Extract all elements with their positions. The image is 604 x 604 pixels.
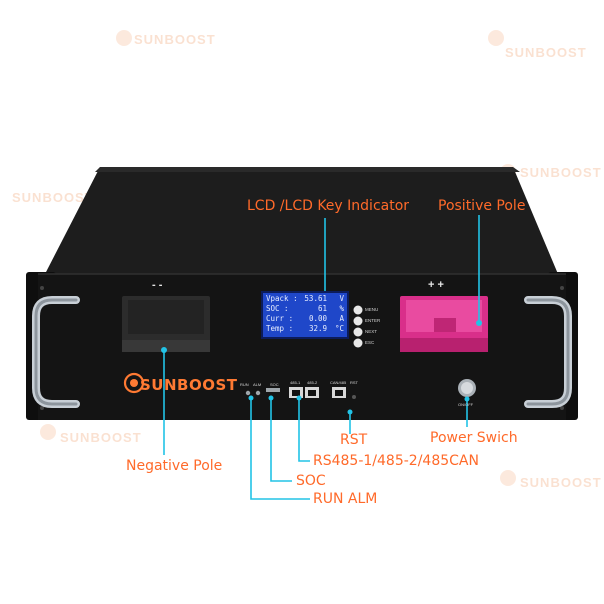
alm-label: ALM — [253, 382, 262, 387]
watermark-logo-icon — [500, 470, 516, 486]
menu-key-label: MENU — [365, 307, 379, 312]
menu-key-icon — [353, 305, 363, 315]
watermark-logo-icon — [488, 30, 504, 46]
watermark: SUNBOOST — [12, 190, 94, 205]
callout-negative-pole: Negative Pole — [126, 458, 223, 474]
port1-label: 485-1 — [290, 380, 301, 385]
port2-label: 485-2 — [307, 380, 318, 385]
rst-button-icon — [352, 395, 356, 399]
callout-lcd: LCD /LCD Key Indicator — [247, 198, 410, 214]
callout-soc: SOC — [296, 473, 326, 489]
watermark: SUNBOOST — [520, 165, 602, 180]
callout-power-switch: Power Swich — [430, 430, 518, 446]
negative-pole-mark: - - — [152, 279, 163, 291]
watermark: SUNBOOST — [134, 32, 216, 47]
next-key-label: NEXT — [365, 329, 378, 334]
rst-label: RST — [350, 380, 358, 385]
enter-key-icon — [353, 316, 363, 326]
run-led-icon — [245, 390, 251, 396]
callout-rs485: RS485-1/485-2/485CAN — [313, 453, 479, 469]
watermark: SUNBOOST — [505, 45, 587, 60]
onoff-label: ON/OFF — [458, 402, 474, 407]
callout-lines — [163, 215, 480, 500]
esc-key-icon — [353, 338, 363, 348]
brand-logo: SUNBOOST — [140, 376, 238, 394]
soc-indicator-icon — [266, 388, 280, 392]
next-key-icon — [353, 327, 363, 337]
positive-pole-mark: + + — [428, 279, 444, 291]
watermark: SUNBOOST — [520, 475, 602, 490]
esc-key-label: ESC — [365, 340, 375, 345]
run-label: RUN — [240, 382, 249, 387]
callout-positive-pole: Positive Pole — [438, 198, 526, 214]
enter-key-label: ENTER — [365, 318, 381, 323]
soc-label: SOC — [270, 382, 279, 387]
watermark-logo-icon — [116, 30, 132, 46]
lcd-row-temp: Temp :32.9°C — [266, 324, 344, 333]
watermark-logo-icon — [40, 424, 56, 440]
watermark: SUNBOOST — [60, 430, 142, 445]
sunboost-logo-icon — [123, 372, 145, 394]
port3-label: CAN/485 — [330, 380, 347, 385]
callout-rst: RST — [340, 432, 368, 448]
lcd-row-soc: SOC :61% — [266, 304, 344, 313]
callout-run-alm: RUN ALM — [313, 491, 378, 507]
alm-led-icon — [255, 390, 261, 396]
battery-top-cover — [45, 167, 558, 274]
